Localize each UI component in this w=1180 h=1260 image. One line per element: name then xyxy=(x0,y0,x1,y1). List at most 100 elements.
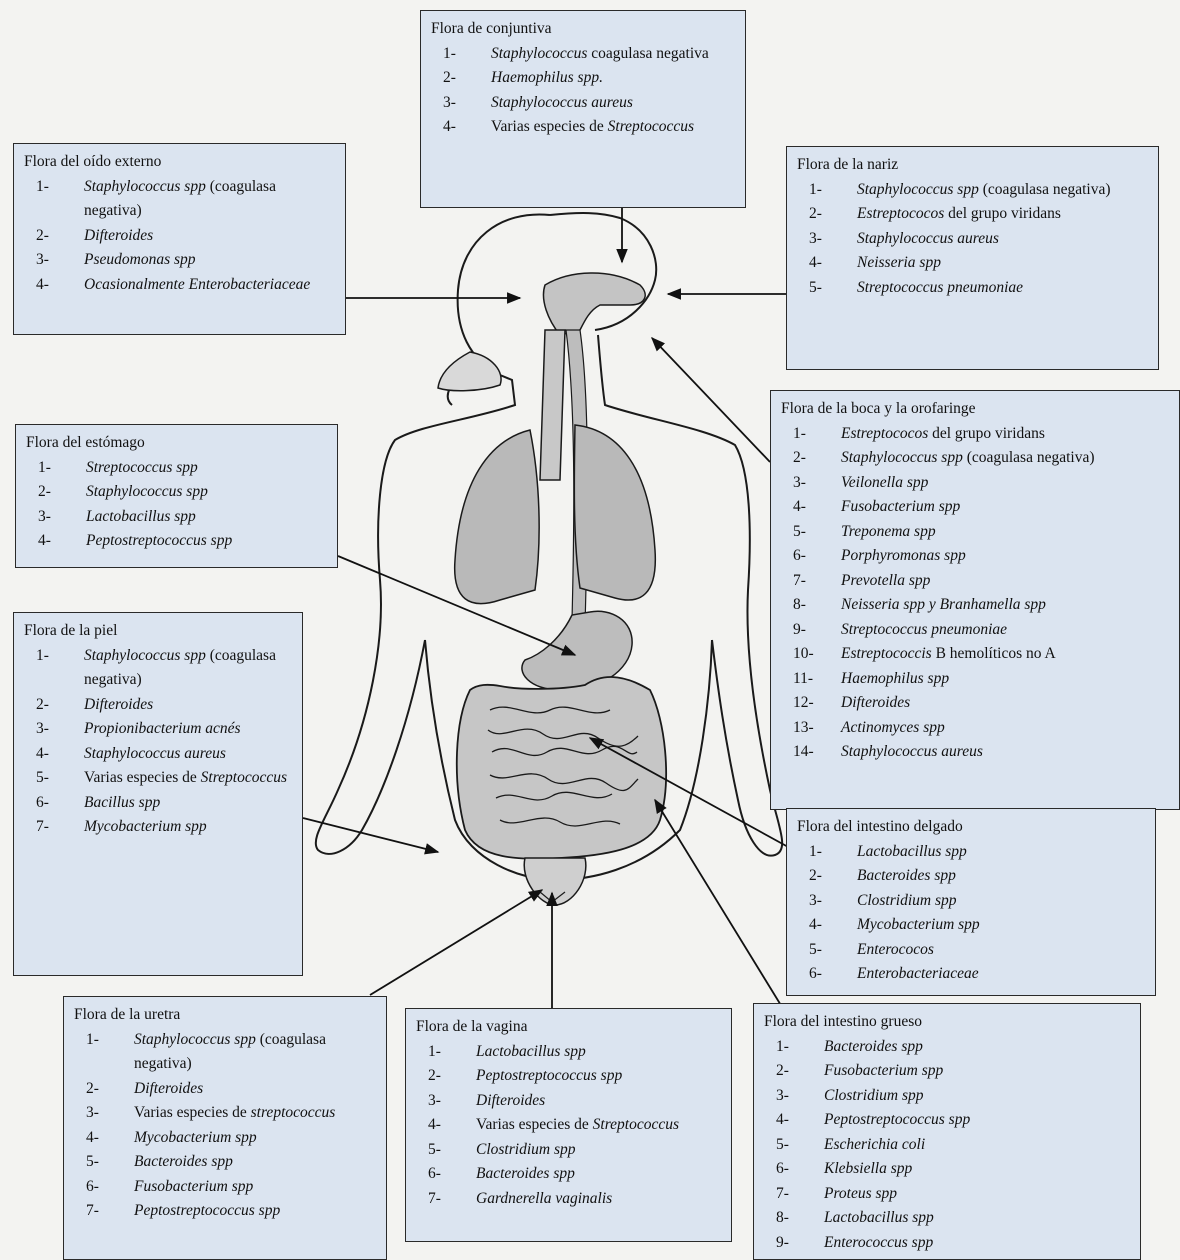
organism-name: Lactobacillus spp xyxy=(86,505,329,530)
large-intestine xyxy=(457,677,666,859)
right-lung xyxy=(574,425,655,600)
organism-italic-text: Clostridium spp xyxy=(857,892,956,909)
item-number: 1- xyxy=(431,42,491,67)
organism-name: Peptostreptococcus spp xyxy=(476,1064,723,1089)
item-number: 5- xyxy=(764,1133,824,1158)
list-item: 3-Lactobacillus spp xyxy=(26,505,329,530)
organism-italic-text: Treponema spp xyxy=(841,523,936,540)
organism-name: Clostridium spp xyxy=(857,889,1147,914)
item-number: 1- xyxy=(74,1028,134,1077)
item-number: 2- xyxy=(416,1064,476,1089)
organism-italic-text: Peptostreptococcus spp xyxy=(476,1067,622,1084)
organism-plain-text: (coagulasa negativa) xyxy=(979,181,1111,198)
item-number: 2- xyxy=(431,66,491,91)
organism-name: Staphylococcus spp (coagulasa negativa) xyxy=(134,1028,378,1077)
organism-italic-text: Fusobacterium spp xyxy=(134,1178,253,1195)
item-number: 1- xyxy=(797,840,857,865)
list-item: 1-Staphylococcus spp (coagulasa negativa… xyxy=(24,175,337,224)
panel-intestino-delgado: Flora del intestino delgado 1-Lactobacil… xyxy=(786,808,1156,996)
organism-italic-text: Propionibacterium acnés xyxy=(84,720,241,737)
list-item: 3-Varias especies de streptococcus xyxy=(74,1101,378,1126)
organism-italic-text: Neisseria spp xyxy=(857,254,941,271)
list-item: 6-Bacteroides spp xyxy=(416,1162,723,1187)
item-number: 4- xyxy=(764,1108,824,1133)
organism-italic-text: Staphylococcus spp xyxy=(86,483,208,500)
organism-name: Enterobacteriaceae xyxy=(857,962,1147,987)
panel-title: Flora de la piel xyxy=(24,619,294,644)
panel-estomago: Flora del estómago 1-Streptococcus spp2-… xyxy=(15,424,338,568)
organism-italic-text: Gardnerella vaginalis xyxy=(476,1190,612,1207)
list-item: 4-Mycobacterium spp xyxy=(797,913,1147,938)
list-item: 1-Staphylococcus spp (coagulasa negativa… xyxy=(797,178,1150,203)
organism-name: Fusobacterium spp xyxy=(824,1059,1132,1084)
organism-italic-text: Neisseria spp y Branhamella spp xyxy=(841,596,1046,613)
list-item: 3-Clostridium spp xyxy=(797,889,1147,914)
organism-name: Varias especies de Streptococcus xyxy=(491,115,737,140)
organism-name: Ocasionalmente Enterobacteriaceae xyxy=(84,273,337,298)
list-item: 1-Estreptococos del grupo viridans xyxy=(781,422,1171,447)
organism-italic-text: Clostridium spp xyxy=(824,1087,923,1104)
list-item: 5-Streptococcus pneumoniae xyxy=(797,276,1150,301)
organism-name: Bacteroides spp xyxy=(857,864,1147,889)
organism-italic-text: Veilonella spp xyxy=(841,474,928,491)
organism-name: Neisseria spp xyxy=(857,251,1150,276)
organism-name: Lactobacillus spp xyxy=(824,1206,1132,1231)
organism-italic-text: Staphylococcus aureus xyxy=(491,94,633,111)
item-number: 3- xyxy=(24,717,84,742)
organism-italic-text: Streptococcus xyxy=(201,769,287,786)
body-outline xyxy=(316,213,782,880)
organism-italic-text: Staphylococcus aureus xyxy=(841,743,983,760)
organism-name: Bacteroides spp xyxy=(134,1150,378,1175)
panel-title: Flora de la boca y la orofaringe xyxy=(781,397,1171,422)
bacteria-list: 1-Streptococcus spp2-Staphylococcus spp3… xyxy=(26,456,329,554)
organism-name: Mycobacterium spp xyxy=(84,815,294,840)
organism-italic-text: Fusobacterium spp xyxy=(841,498,960,515)
organism-italic-text: Enterococos xyxy=(857,941,934,958)
organism-italic-text: Staphylococcus aureus xyxy=(857,230,999,247)
organism-name: Streptococcus pneumoniae xyxy=(841,618,1171,643)
item-number: 5- xyxy=(781,520,841,545)
organism-italic-text: Staphylococcus aureus xyxy=(84,745,226,762)
organism-italic-text: Staphylococcus spp xyxy=(84,647,206,664)
organism-italic-text: Peptostreptococcus spp xyxy=(86,532,232,549)
organism-name: Porphyromonas spp xyxy=(841,544,1171,569)
item-number: 11- xyxy=(781,667,841,692)
bacteria-list: 1-Lactobacillus spp2-Peptostreptococcus … xyxy=(416,1040,723,1212)
panel-nariz: Flora de la nariz 1-Staphylococcus spp (… xyxy=(786,146,1159,370)
list-item: 9-Enterococcus spp xyxy=(764,1231,1132,1256)
list-item: 8-Lactobacillus spp xyxy=(764,1206,1132,1231)
item-number: 7- xyxy=(24,815,84,840)
list-item: 1-Bacteroides spp xyxy=(764,1035,1132,1060)
list-item: 3-Clostridium spp xyxy=(764,1084,1132,1109)
item-number: 3- xyxy=(431,91,491,116)
organism-name: Proteus spp xyxy=(824,1182,1132,1207)
organism-name: Haemophilus spp. xyxy=(491,66,737,91)
list-item: 13-Actinomyces spp xyxy=(781,716,1171,741)
list-item: 6-Fusobacterium spp xyxy=(74,1175,378,1200)
organism-name: Peptostreptococcus spp xyxy=(86,529,329,554)
organism-italic-text: Estreptococos xyxy=(857,205,944,222)
item-number: 4- xyxy=(24,273,84,298)
list-item: 2-Fusobacterium spp xyxy=(764,1059,1132,1084)
organism-name: Staphylococcus spp (coagulasa negativa) xyxy=(84,644,294,693)
organism-name: Staphylococcus spp (coagulasa negativa) xyxy=(84,175,337,224)
organism-italic-text: Prevotella spp xyxy=(841,572,930,589)
organism-italic-text: streptococcus xyxy=(251,1104,336,1121)
organism-name: Mycobacterium spp xyxy=(134,1126,378,1151)
organism-name: Peptostreptococcus spp xyxy=(134,1199,378,1224)
organism-name: Gardnerella vaginalis xyxy=(476,1187,723,1212)
organism-name: Staphylococcus aureus xyxy=(857,227,1150,252)
organism-name: Fusobacterium spp xyxy=(841,495,1171,520)
list-item: 4-Varias especies de Streptococcus xyxy=(431,115,737,140)
list-item: 2-Staphylococcus spp xyxy=(26,480,329,505)
organism-name: Mycobacterium spp xyxy=(857,913,1147,938)
item-number: 12- xyxy=(781,691,841,716)
organism-italic-text: Staphylococcus spp xyxy=(134,1031,256,1048)
organism-italic-text: Mycobacterium spp xyxy=(134,1129,257,1146)
organism-name: Enterococos xyxy=(857,938,1147,963)
item-number: 10- xyxy=(781,642,841,667)
bacteria-list: 1-Staphylococcus spp (coagulasa negativa… xyxy=(24,644,294,840)
panel-title: Flora de la vagina xyxy=(416,1015,723,1040)
